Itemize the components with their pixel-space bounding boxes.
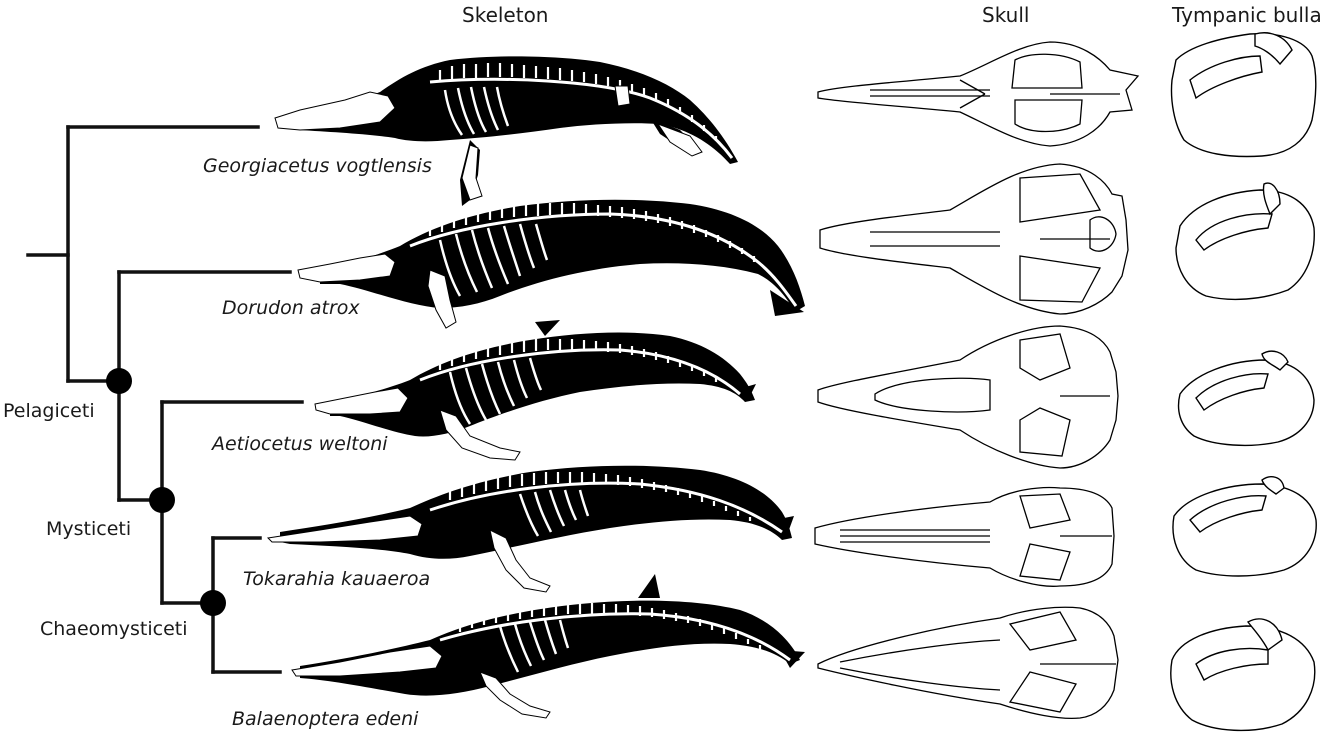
skeleton-balaenoptera <box>291 574 805 719</box>
skull-tokarahia <box>814 486 1115 587</box>
bulla-aetiocetus <box>1177 350 1315 447</box>
skull-dorudon <box>819 163 1129 315</box>
clade-label-pelagiceti: Pelagiceti <box>3 400 95 422</box>
skeleton-dorudon <box>297 199 805 329</box>
skull-georgiacetus <box>817 41 1140 147</box>
clade-label-mysticeti: Mysticeti <box>46 518 132 540</box>
bulla-dorudon <box>1175 182 1315 301</box>
node-mysticeti <box>149 487 175 513</box>
column-heading-bulla: Tympanic bulla <box>1172 3 1322 27</box>
taxon-label-tokarahia: Tokarahia kauaeroa <box>243 568 431 590</box>
node-pelagiceti <box>106 368 132 394</box>
skeleton-aetiocetus <box>314 320 756 461</box>
bulla-balaenoptera <box>1170 618 1316 732</box>
column-heading-skull: Skull <box>982 3 1030 27</box>
skeleton-georgiacetus <box>274 56 738 206</box>
skull-balaenoptera <box>817 606 1119 720</box>
bulla-tokarahia <box>1172 476 1317 577</box>
taxon-label-dorudon: Dorudon atrox <box>222 297 360 319</box>
taxon-label-aetiocetus: Aetiocetus weltoni <box>212 433 388 455</box>
node-chaeomysticeti <box>200 590 226 616</box>
column-heading-skeleton: Skeleton <box>462 3 549 27</box>
skeleton-tokarahia <box>266 465 794 593</box>
taxon-label-balaenoptera: Balaenoptera edeni <box>232 708 419 730</box>
clade-label-chaeomysticeti: Chaeomysticeti <box>40 618 188 640</box>
bulla-georgiacetus <box>1170 32 1317 158</box>
skull-aetiocetus <box>817 325 1119 469</box>
taxon-label-georgiacetus: Georgiacetus vogtlensis <box>203 155 432 177</box>
